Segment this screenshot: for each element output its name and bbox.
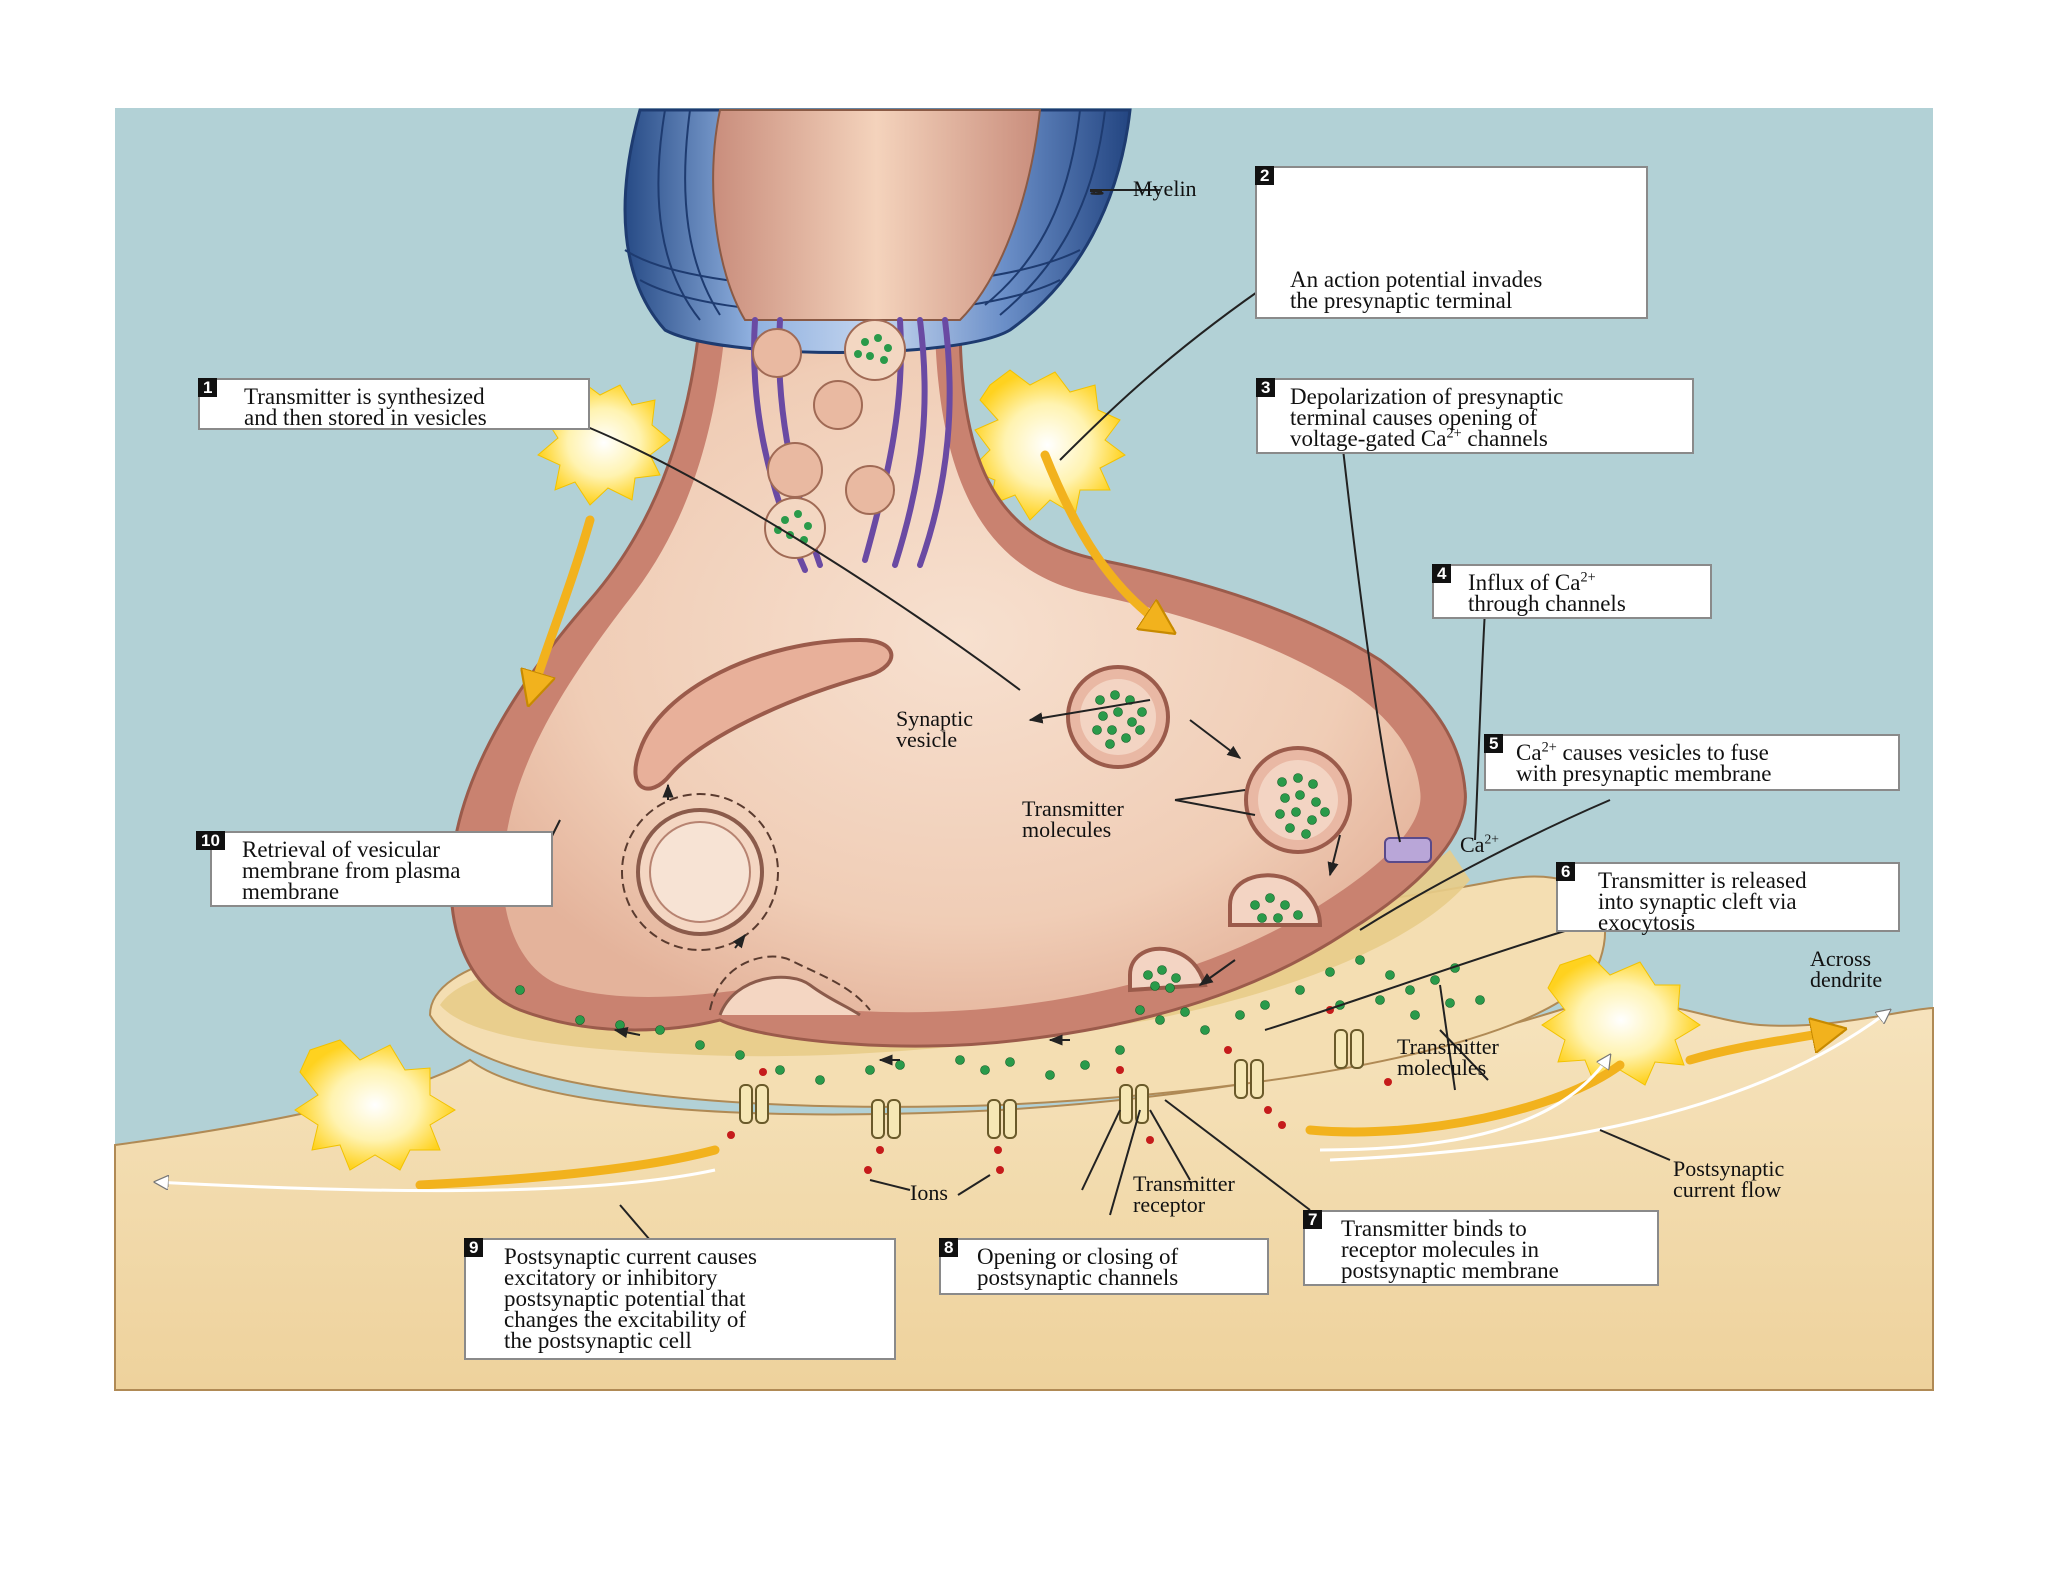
calcium-ion-label: Ca2+ <box>1460 831 1499 857</box>
step-5-number: 5 <box>1484 734 1504 753</box>
step-6-text: Transmitter is released into synaptic cl… <box>1598 868 1807 935</box>
step-6-callout: 6 Transmitter is released into synaptic … <box>1556 862 1900 935</box>
step-7-text: Transmitter binds to receptor molecules … <box>1341 1216 1559 1283</box>
postsynaptic-current-flow-label: Postsynaptic current flow <box>1673 1156 1785 1202</box>
mitochondrion <box>633 637 894 791</box>
step-5-callout: 5 Ca2+ causes vesicles to fuse with pres… <box>1484 734 1900 791</box>
step-8-callout: 8 Opening or closing of postsynaptic cha… <box>939 1238 1269 1295</box>
step-4-text: Influx of Ca2+ through channels <box>1468 569 1626 616</box>
transmitter-molecules-label-top: Transmitter molecules <box>1022 796 1124 842</box>
step-1-number: 1 <box>198 378 218 397</box>
step-6-number: 6 <box>1556 862 1576 881</box>
step-7-callout: 7 Transmitter binds to receptor molecule… <box>1303 1210 1659 1286</box>
step-7-number: 7 <box>1303 1210 1323 1229</box>
synaptic-vesicles <box>1066 665 1352 993</box>
step-10-number: 10 <box>196 831 225 850</box>
step-4-number: 4 <box>1432 564 1452 583</box>
step-5-text: Ca2+ causes vesicles to fuse with presyn… <box>1516 739 1772 786</box>
synaptic-vesicle-label: Synaptic vesicle <box>896 706 973 752</box>
step-8-number: 8 <box>939 1238 959 1257</box>
step-2-text: An action potential invades the presynap… <box>1290 267 1543 313</box>
myelin-label: Myelin <box>1133 176 1197 201</box>
axon-vesicles <box>752 319 906 559</box>
transmitter-receptor-label: Transmitter receptor <box>1133 1171 1235 1217</box>
step-10-text: Retrieval of vesicular membrane from pla… <box>242 837 461 904</box>
step-3-callout: 3 Depolarization of presynaptic terminal… <box>1256 378 1694 454</box>
step-4-callout: 4 Influx of Ca2+ through channels <box>1432 564 1712 619</box>
step-2-number: 2 <box>1255 166 1275 185</box>
receptors <box>739 1029 1364 1139</box>
flow-arrows <box>155 1010 1890 1193</box>
calcium-channel <box>1384 837 1432 863</box>
pointer-lines <box>549 189 1671 1241</box>
step-3-text: Depolarization of presynaptic terminal c… <box>1290 384 1564 451</box>
coated-pit <box>709 955 871 1011</box>
flash-bursts <box>294 369 1701 1171</box>
ions <box>727 1006 1392 1174</box>
step-9-number: 9 <box>464 1238 484 1257</box>
myelin-sheath <box>623 108 1132 354</box>
step-1-callout: 1 Transmitter is synthesized and then st… <box>198 378 590 430</box>
step-9-callout: 9 Postsynaptic current causes excitatory… <box>464 1238 896 1360</box>
step-10-callout: 10 Retrieval of vesicular membrane from … <box>196 831 553 907</box>
step-9-text: Postsynaptic current causes excitatory o… <box>504 1244 757 1353</box>
step-8-text: Opening or closing of postsynaptic chann… <box>977 1244 1179 1290</box>
transmitter-dots <box>515 690 1485 1085</box>
step-2-callout: 2 An action potential invades the presyn… <box>1255 166 1648 319</box>
coated-vesicle <box>621 793 779 951</box>
across-dendrite-label: Across dendrite <box>1810 946 1883 992</box>
step-3-number: 3 <box>1256 378 1276 397</box>
current-arrows <box>415 450 1840 1190</box>
step-1-text: Transmitter is synthesized and then stor… <box>244 384 487 430</box>
transmitter-molecules-label-right: Transmitter molecules <box>1397 1034 1499 1080</box>
ions-label: Ions <box>910 1180 948 1205</box>
